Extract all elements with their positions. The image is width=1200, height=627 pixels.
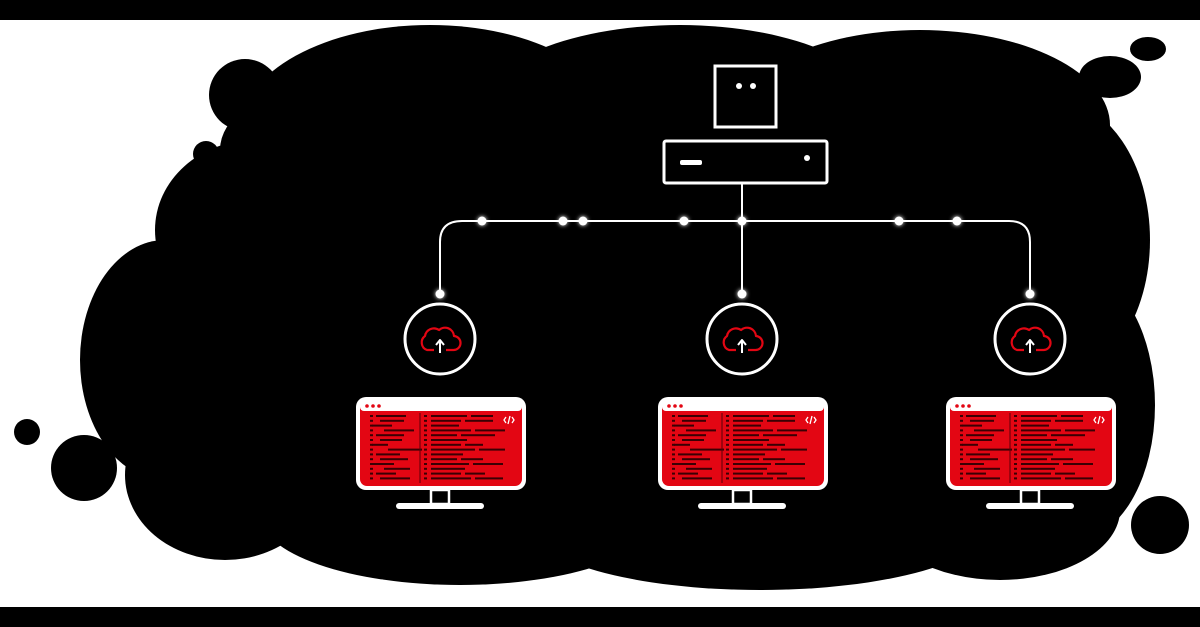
cloud-upload-badge [705,302,779,376]
bubble [193,141,219,167]
top-frame-bar [0,0,1200,20]
code-lines [960,413,1095,483]
power-light [804,155,810,161]
window-titlebar [950,401,1112,411]
monitor-base [698,503,786,509]
monitor-base [396,503,484,509]
deployment-targets [356,302,1116,509]
code-icon [503,415,515,425]
bottom-frame-bar [0,607,1200,627]
network-node [894,216,904,226]
code-icon [1093,415,1105,425]
monitor [356,397,526,509]
network-node [952,216,962,226]
code-icon [805,415,817,425]
network-node [578,216,588,226]
cloud-upload-badge [993,302,1067,376]
monitor-base [986,503,1074,509]
monitor [658,397,828,509]
window-control [679,404,683,408]
server-rack-unit [662,139,829,185]
indicator-light [736,83,742,89]
network-connections [439,184,1031,294]
monitor [946,397,1116,509]
bubble [1131,496,1189,554]
network-node [737,216,747,226]
window-control [371,404,375,408]
bubble [1079,56,1141,98]
window-titlebar [662,401,824,411]
bubble [51,435,117,501]
network-node [558,216,568,226]
cloud-upload-icon [1010,326,1052,355]
window-control [955,404,959,408]
network-node [435,289,445,299]
deployment-target-right [946,302,1116,509]
bubble [209,59,281,131]
deployment-target-center [658,302,828,509]
window-control [365,404,369,408]
badge-ring [705,302,779,376]
server-icon [662,64,829,185]
window-control [961,404,965,408]
bubble [14,419,40,445]
indicator-light [750,83,756,89]
badge-ring [403,302,477,376]
code-lines [370,413,505,483]
code-lines [672,413,807,483]
cloud-upload-icon [420,326,462,355]
bus-line [439,220,1031,294]
bus-nodes [435,216,1035,299]
cloud-upload-icon [722,326,764,355]
drive-slot [680,160,702,165]
window-titlebar [360,401,522,411]
network-node [737,289,747,299]
server-top-unit [713,64,778,129]
deployment-target-left [356,302,526,509]
bubble [1130,37,1166,61]
network-node [477,216,487,226]
network-node [679,216,689,226]
window-control [377,404,381,408]
window-control [667,404,671,408]
badge-ring [993,302,1067,376]
window-control [673,404,677,408]
window-control [967,404,971,408]
cloud-upload-badge [403,302,477,376]
network-node [1025,289,1035,299]
